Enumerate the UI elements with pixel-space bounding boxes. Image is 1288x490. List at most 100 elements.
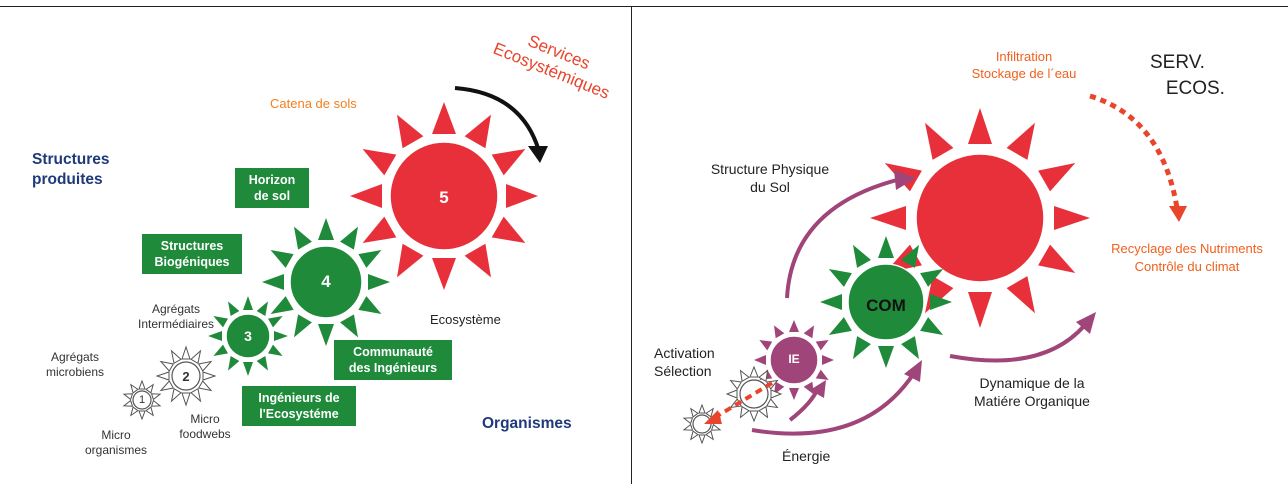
label-agregats-microbiens: Agrégats microbiens xyxy=(45,350,105,379)
dynamique-label: Dynamique de la Matiére Organique xyxy=(974,375,1090,409)
label-agregats-intermediaires: Agrégats Intermédiaires xyxy=(137,302,215,331)
ecosystem-label: Ecosystème xyxy=(430,312,501,327)
sun-ie-core xyxy=(769,335,819,385)
sun-4-level: 4 xyxy=(321,272,331,291)
sun-ecosystem-ray xyxy=(1038,244,1076,273)
sun-4-ray xyxy=(358,250,382,268)
com-label: COM xyxy=(866,296,906,315)
sun-tiny-ray xyxy=(705,430,715,441)
sun-2-core xyxy=(171,361,201,391)
sun-5-level: 5 xyxy=(439,188,449,207)
sun-small-ray xyxy=(758,405,769,419)
catena-label: Catena de sols xyxy=(270,96,357,111)
sun-com-ray xyxy=(920,269,944,287)
sun-2-ray xyxy=(190,349,202,365)
top-border xyxy=(0,6,1288,7)
sun-4-ray xyxy=(294,314,312,338)
infiltration-label: Infiltration Stockage de l´eau xyxy=(971,49,1077,81)
box-ingenieurs: Ingénieurs de l'Ecosystéme xyxy=(242,386,356,426)
sun-com-core xyxy=(847,263,925,341)
sun-1-ray xyxy=(145,406,155,417)
sun-tiny-ray xyxy=(710,423,722,431)
sun-ecosystem-ray xyxy=(925,122,954,160)
sun-com-ray xyxy=(901,336,919,360)
sun-5-ray xyxy=(491,216,526,243)
sun-com-ray xyxy=(920,317,944,335)
sun-1-ray xyxy=(145,383,155,394)
sun-2-ray xyxy=(159,380,175,392)
sun-ie-ray xyxy=(803,325,814,339)
sun-1-ray xyxy=(122,393,134,401)
sun-com-ray xyxy=(853,336,871,360)
sun-ie-ray xyxy=(774,381,785,395)
box-horizon: Horizon de sol xyxy=(235,168,309,208)
sun-ie-ray xyxy=(803,381,814,395)
sun-tiny-ray xyxy=(689,407,699,418)
sun-ie-ray xyxy=(754,355,766,365)
services-curved-arrow xyxy=(454,86,540,149)
sun-small-ray xyxy=(758,369,769,383)
sun-tiny-ray xyxy=(698,434,706,445)
arrow-energie-1 xyxy=(751,374,914,436)
sun-5-ray xyxy=(397,114,424,149)
box-communaute: Communauté des Ingénieurs xyxy=(334,340,452,380)
sun-3-level: 3 xyxy=(244,328,252,344)
sun-ecosystem-ray xyxy=(968,108,992,144)
services-arrow-head xyxy=(528,146,548,163)
sun-5-ray xyxy=(506,184,538,208)
sun-com-ray xyxy=(828,317,852,335)
sun-4 xyxy=(262,218,390,346)
right-diagram-canvas xyxy=(682,93,1187,445)
sun-tiny-ray xyxy=(682,417,694,425)
label-micro-foodwebs: Micro foodwebs xyxy=(179,412,231,441)
sun-small-ray xyxy=(749,365,759,378)
sun-1-ray xyxy=(138,379,146,390)
sun-4-core xyxy=(289,245,363,319)
sun-ie-ray xyxy=(789,388,799,400)
arrow-infiltration-dashed xyxy=(1089,93,1180,209)
sun-ie-ray xyxy=(815,369,829,380)
sun-5-ray xyxy=(397,243,424,278)
sun-4-ray xyxy=(262,274,284,290)
sun-ecosystem-ray xyxy=(870,206,906,230)
energie-label: Énergie xyxy=(782,448,831,464)
heading-structures: Structures produites xyxy=(32,151,110,188)
sun-com-ray xyxy=(828,269,852,287)
sun-5-ray xyxy=(362,216,397,243)
sun-small-ray xyxy=(729,379,743,390)
sun-1 xyxy=(122,379,162,421)
arrow-activation-head xyxy=(704,410,722,424)
sun-ie-ray xyxy=(815,340,829,351)
sun-tiny-ray xyxy=(689,430,699,441)
structure-label: Structure Physique du Sol xyxy=(710,161,830,195)
sun-3-ray xyxy=(228,301,240,316)
sun-ecosystem-ray xyxy=(1038,163,1076,192)
sun-4-ray xyxy=(340,226,358,250)
sun-small-ray xyxy=(765,398,779,409)
sun-tiny-ray xyxy=(682,423,694,431)
sun-4-ray xyxy=(270,250,294,268)
right-panel: SERV. ECOS. Infiltration Stockage de l´e… xyxy=(632,8,1282,482)
sun-1-ray xyxy=(129,406,139,417)
sun-ie-ray xyxy=(774,325,785,339)
sun-com-ray xyxy=(878,346,894,368)
sun-2 xyxy=(155,345,217,407)
sun-4-ray xyxy=(368,274,390,290)
sun-3-ray xyxy=(274,331,288,341)
panel-divider xyxy=(631,6,632,484)
sun-2-ray xyxy=(202,371,217,381)
sun-tiny-ray xyxy=(698,403,706,414)
sun-small-core xyxy=(739,379,769,409)
sun-2-ray xyxy=(159,360,175,372)
arrow-energie-1-head xyxy=(904,360,922,382)
sun-5-ray xyxy=(432,258,456,290)
sun-5-core xyxy=(389,141,499,251)
sun-ie xyxy=(754,320,834,400)
sun-5-ray xyxy=(350,184,382,208)
sun-1-level: 1 xyxy=(138,394,146,406)
sun-ie-ray xyxy=(822,355,834,365)
activation-label: Activation Sélection xyxy=(654,345,715,379)
left-diagram-canvas xyxy=(122,86,548,421)
sun-small-ray xyxy=(770,389,783,399)
sun-3-ray xyxy=(256,356,268,371)
